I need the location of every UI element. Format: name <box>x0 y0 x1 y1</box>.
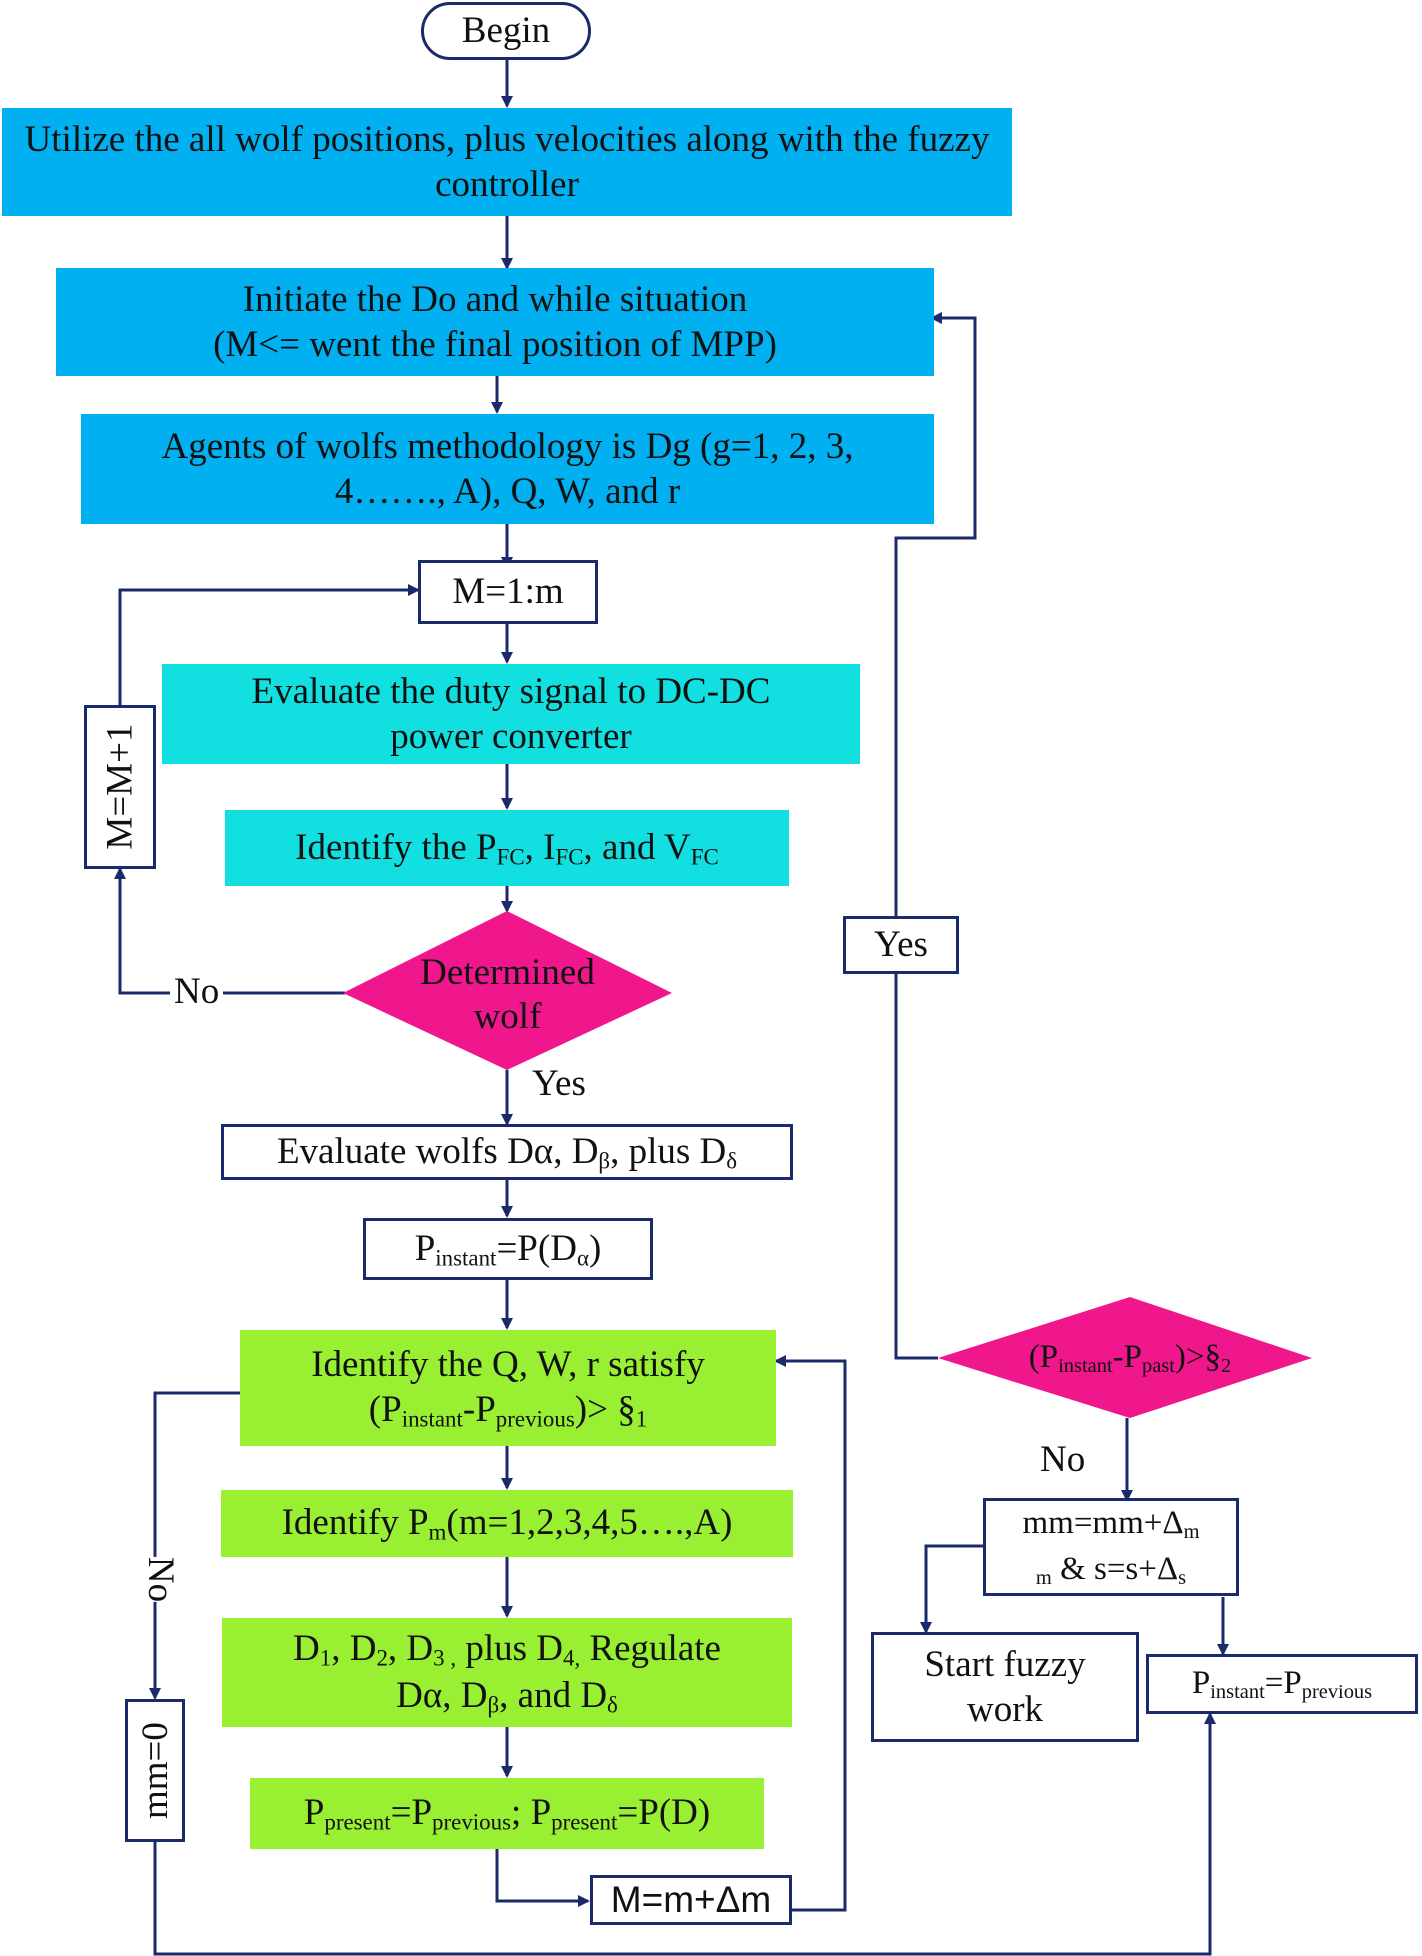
p-instant-prev-box: Pinstant=Pprevious <box>1146 1654 1418 1714</box>
decision-past-label: (Pinstant-Ppast)>§2 <box>1028 1338 1232 1377</box>
regulate-line1: D1, D2, D3 , plus D4, Regulate <box>293 1627 721 1671</box>
m-update-label: M=m+Δm <box>610 1879 772 1921</box>
mm-update-box: mm=mm+Δm m & s=s+Δs <box>983 1498 1239 1596</box>
evaluate-wolfs-label: Evaluate wolfs Dα, Dβ, plus Dδ <box>276 1130 738 1174</box>
arrow-mupdate-to-qwr <box>774 1355 847 1912</box>
initiate-line2: (M<= went the final position of MPP) <box>213 324 777 365</box>
identify-pfc-label: Identify the PFC, IFC, and VFC <box>295 826 719 870</box>
arrow-ppresent-to-mupdate <box>495 1849 590 1907</box>
agents-step: Agents of wolfs methodology is Dg (g=1, … <box>81 414 934 524</box>
decision-past: (Pinstant-Ppast)>§2 <box>960 1330 1300 1386</box>
identify-qwr-step: Identify the Q, W, r satisfy (Pinstant-P… <box>240 1330 776 1446</box>
start-fuzzy-label: Start fuzzy work <box>924 1643 1086 1730</box>
arrow-mmupdate-to-startfuzzy <box>920 1544 983 1634</box>
label-no-qwr: No <box>139 1556 183 1603</box>
decision-wolf-line1: Determined <box>420 951 595 993</box>
label-yes-wolf: Yes <box>532 1063 586 1104</box>
p-instant-label: Pinstant=P(Dα) <box>414 1227 602 1271</box>
decision-wolf-line2: wolf <box>473 996 542 1037</box>
arrow-increment-to-loop <box>118 584 420 705</box>
p-instant-box: Pinstant=P(Dα) <box>363 1218 653 1280</box>
label-no-wolf: No <box>170 970 224 1013</box>
p-instant-prev-label: Pinstant=Pprevious <box>1191 1664 1373 1704</box>
decision-past-shape <box>938 1297 1312 1418</box>
decision-wolf: Determined wolf <box>360 945 655 1045</box>
arrow-yes-to-initiate <box>894 312 977 916</box>
p-present-label: Ppresent=Pprevious; Ppresent=P(D) <box>303 1792 711 1835</box>
regulate-line2: Dα, Dβ, and Dδ <box>396 1674 618 1718</box>
loop-m-label: M=1:m <box>452 571 564 613</box>
loop-m-box: M=1:m <box>418 560 598 624</box>
utilize-step: Utilize the all wolf positions, plus vel… <box>2 108 1012 216</box>
label-yes-past: Yes <box>874 924 928 966</box>
begin-terminal: Begin <box>421 2 591 60</box>
arrow-mmzero-to-pinstantprev <box>153 1712 1216 1956</box>
m-update-box: M=m+Δm <box>590 1875 792 1925</box>
identify-pm-label: Identify Pm(m=1,2,3,4,5….,A) <box>281 1502 733 1545</box>
identify-pm-step: Identify Pm(m=1,2,3,4,5….,A) <box>221 1490 793 1557</box>
decision-wolf-shape <box>343 911 672 1070</box>
utilize-label: Utilize the all wolf positions, plus vel… <box>24 118 990 205</box>
label-no-past: No <box>1040 1439 1086 1480</box>
evaluate-wolfs-box: Evaluate wolfs Dα, Dβ, plus Dδ <box>221 1124 793 1180</box>
yes-box: Yes <box>843 916 959 974</box>
mm-update-line1: mm=mm+Δm <box>1022 1505 1200 1544</box>
evaluate-duty-label: Evaluate the duty signal to DC-DC power … <box>251 670 771 757</box>
identify-qwr-line1: Identify the Q, W, r satisfy <box>311 1344 705 1386</box>
agents-label: Agents of wolfs methodology is Dg (g=1, … <box>161 425 854 512</box>
initiate-line1: Initiate the Do and while situation <box>242 278 748 320</box>
mm-zero-label: mm=0 <box>134 1722 176 1819</box>
identify-pfc-step: Identify the PFC, IFC, and VFC <box>225 810 789 886</box>
evaluate-duty-step: Evaluate the duty signal to DC-DC power … <box>162 664 860 764</box>
identify-qwr-line2: (Pinstant-Pprevious)> §1 <box>368 1389 648 1432</box>
begin-label: Begin <box>461 10 551 52</box>
increment-m-label: M=M+1 <box>99 723 141 851</box>
mm-zero-box: mm=0 <box>125 1699 185 1842</box>
mm-update-line2: m & s=s+Δs <box>1035 1551 1187 1590</box>
p-present-step: Ppresent=Pprevious; Ppresent=P(D) <box>250 1778 764 1849</box>
arrow-decision-to-yes <box>890 936 938 1360</box>
increment-m-box: M=M+1 <box>84 705 156 869</box>
initiate-step: Initiate the Do and while situation (M<=… <box>56 268 934 376</box>
start-fuzzy-box: Start fuzzy work <box>871 1632 1139 1742</box>
arrow-no-to-increment <box>114 867 345 995</box>
regulate-step: D1, D2, D3 , plus D4, Regulate Dα, Dβ, a… <box>222 1618 792 1727</box>
